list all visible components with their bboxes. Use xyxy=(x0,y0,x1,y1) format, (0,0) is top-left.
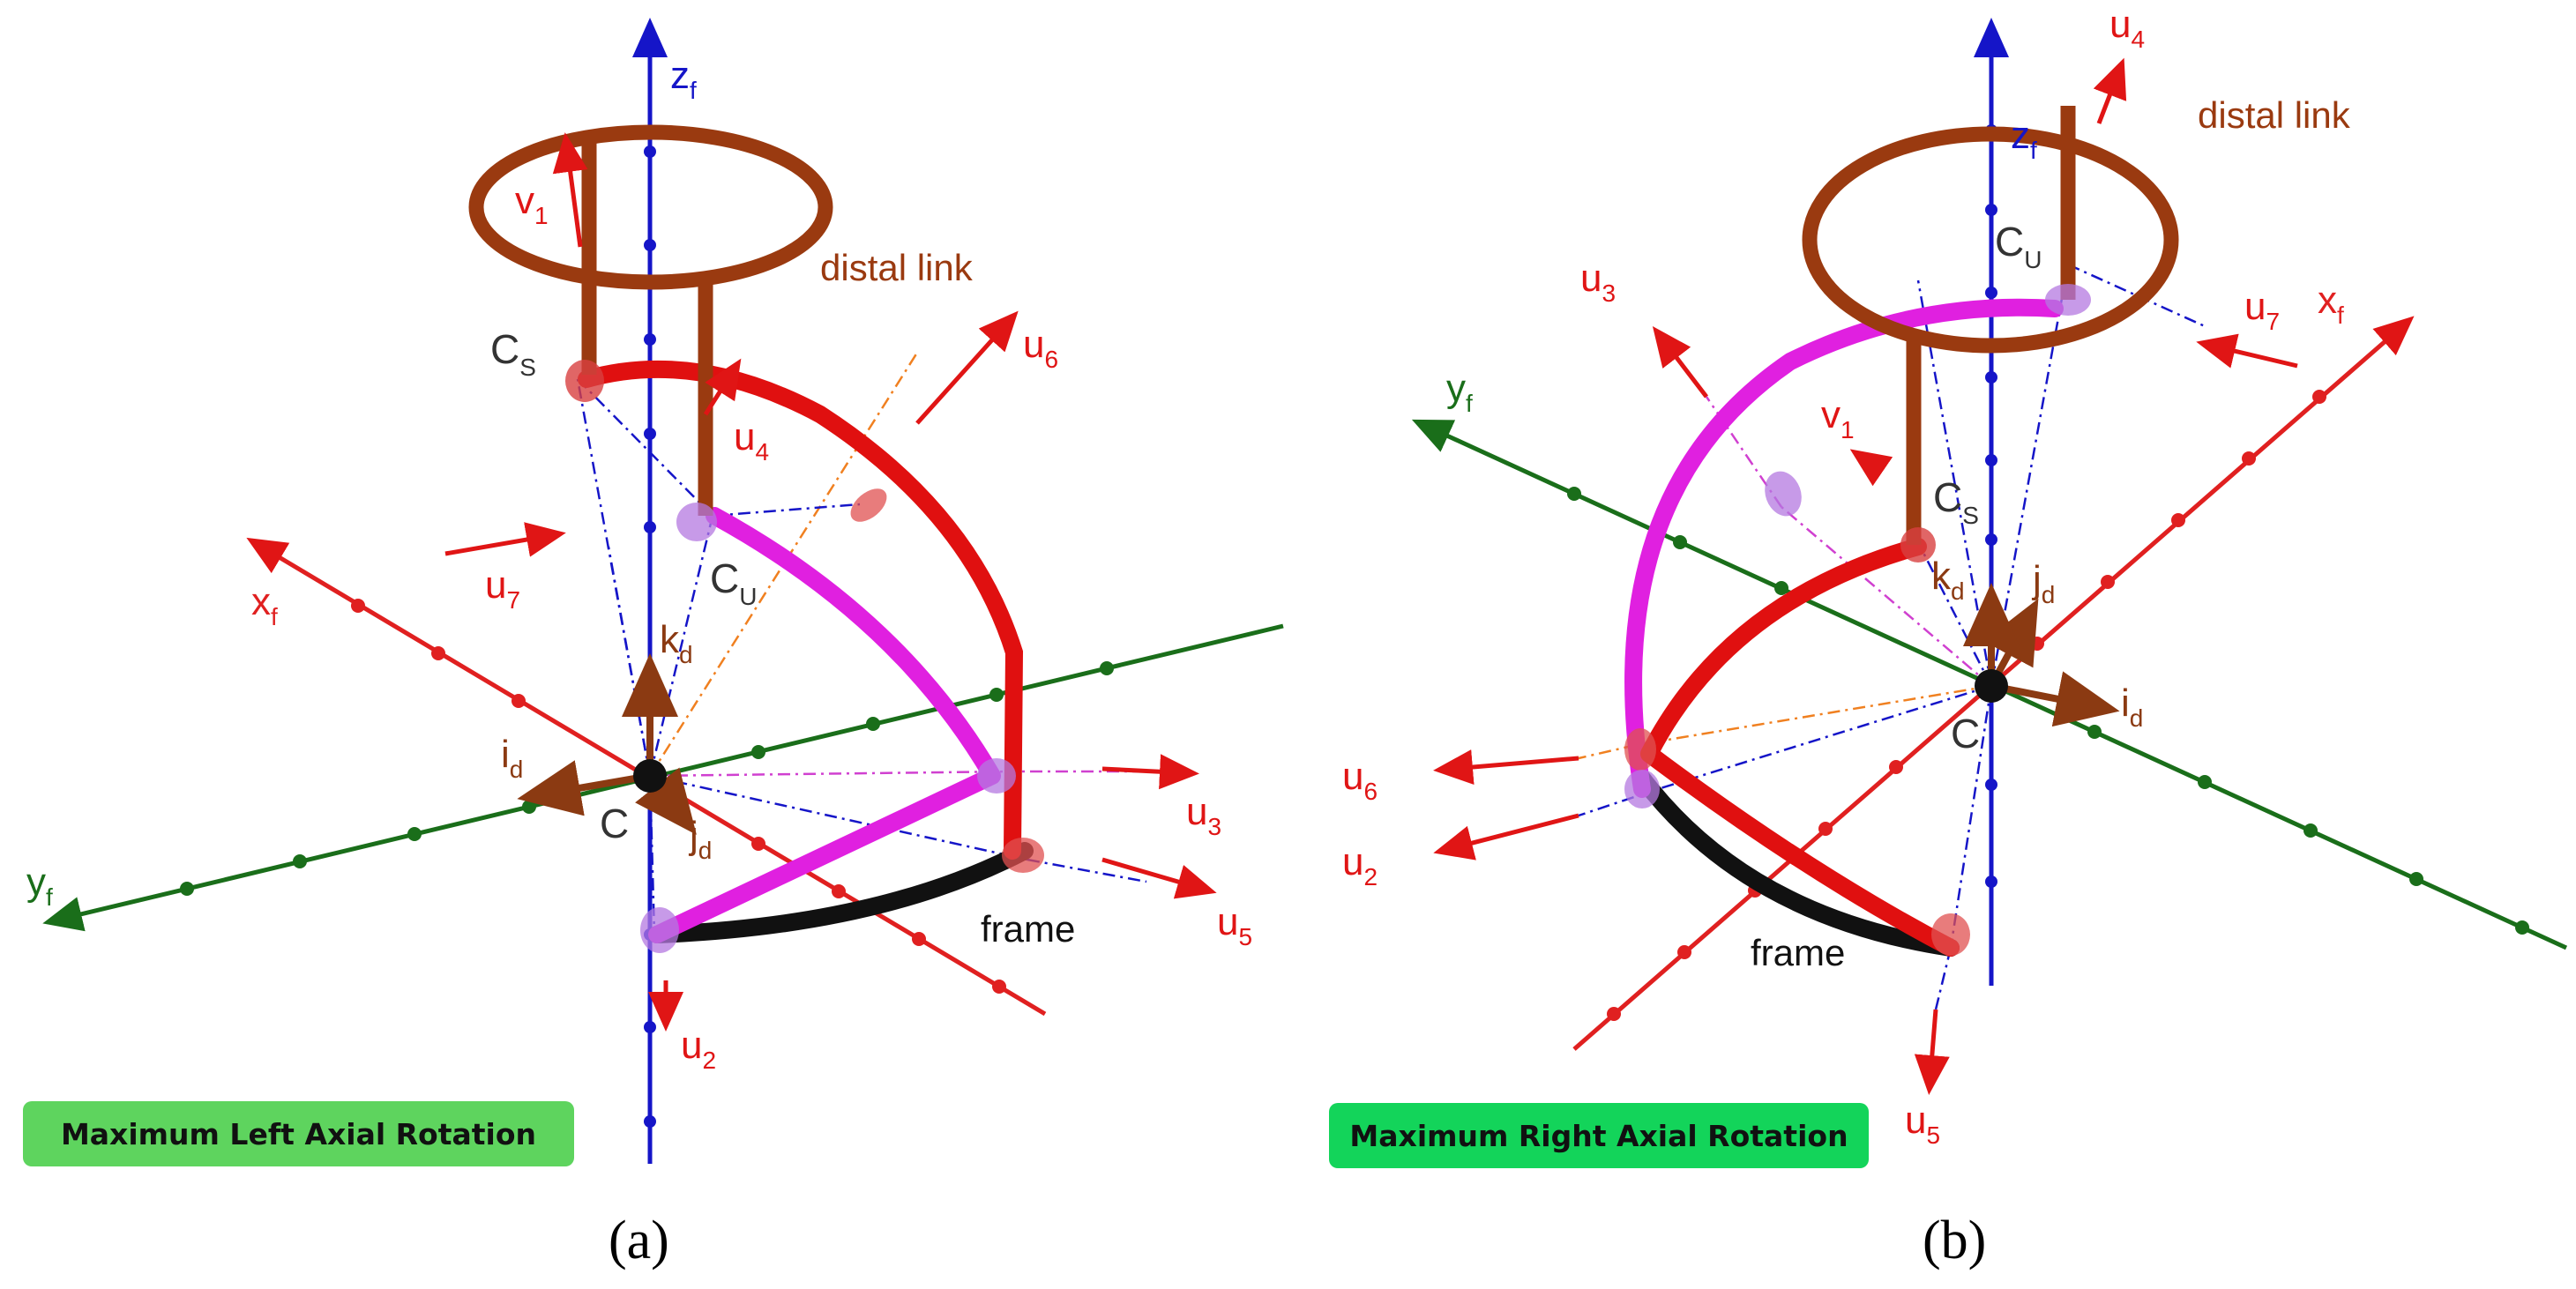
distal-link-b xyxy=(1802,106,2179,545)
c-label-a: C xyxy=(600,801,629,846)
cs-label-b: CS xyxy=(1933,474,1979,529)
y-axis-a xyxy=(42,623,1284,932)
z-axis-b xyxy=(1974,18,2009,986)
u2-label-a: u2 xyxy=(681,1024,716,1074)
panel-b: xf yf zf v1 u2 u3 u4 u5 u6 u7 id jd kd C… xyxy=(1342,3,2568,1149)
u3-label-a: u3 xyxy=(1186,790,1221,840)
u4-label-a: u4 xyxy=(734,415,769,466)
red-link-a xyxy=(578,360,1024,860)
k-label-b: kd xyxy=(1931,555,1965,605)
u5-label-b: u5 xyxy=(1905,1099,1940,1149)
k-label-a: kd xyxy=(660,618,693,668)
panel-a: xf yf zf v1 u2 u3 u4 u5 u6 u7 id jd kd C… xyxy=(26,18,1284,1164)
i-label-a: id xyxy=(501,733,523,783)
frame-label-a: frame xyxy=(981,908,1075,950)
cu-label-b: CU xyxy=(1995,219,2042,273)
joints-b xyxy=(1624,284,2091,956)
frame-link-b xyxy=(1631,767,1960,957)
j-label-b: jd xyxy=(2031,558,2055,608)
v1-label-a: v1 xyxy=(515,179,549,229)
vectors-a xyxy=(444,132,1217,1032)
v1-label-b: v1 xyxy=(1821,393,1855,443)
vectors-b xyxy=(1433,57,2298,1095)
u6-label-b: u6 xyxy=(1342,755,1378,805)
red-link-b xyxy=(1640,538,1960,957)
u2-label-b: u2 xyxy=(1342,840,1378,890)
distal-link-label-b: distal link xyxy=(2198,94,2351,136)
unit-vectors-b xyxy=(1963,583,2120,727)
cu-label-a: CU xyxy=(710,555,757,610)
z-axis-label-a: zf xyxy=(670,54,697,104)
labels-b: xf yf zf v1 u2 u3 u4 u5 u6 u7 id jd kd C… xyxy=(1342,3,2351,1149)
frame-label-b: frame xyxy=(1751,932,1845,973)
joints-a xyxy=(565,360,1044,953)
frame-link-a xyxy=(648,842,1034,943)
badge-max-left-axial-rotation: Maximum Left Axial Rotation xyxy=(23,1101,574,1166)
u5-label-a: u5 xyxy=(1217,900,1252,950)
u7-label-a: u7 xyxy=(485,563,520,614)
u7-label-b: u7 xyxy=(2244,285,2280,335)
unit-vectors-a xyxy=(517,653,697,835)
x-axis-label-b: xf xyxy=(2318,279,2344,329)
y-axis-label-a: yf xyxy=(26,861,53,911)
point-c-b xyxy=(1975,669,2008,703)
distal-link-label-a: distal link xyxy=(820,247,974,288)
j-label-a: jd xyxy=(688,814,712,864)
u4-label-b: u4 xyxy=(2109,3,2145,53)
y-axis-label-b: yf xyxy=(1446,367,1473,417)
point-c-a xyxy=(633,759,667,793)
magenta-link-a xyxy=(648,507,1001,943)
caption-a: (a) xyxy=(609,1211,669,1270)
z-axis-label-b: zf xyxy=(2011,114,2037,164)
u3-label-b: u3 xyxy=(1580,257,1616,307)
c-label-b: C xyxy=(1951,711,1980,756)
x-axis-label-a: xf xyxy=(251,580,278,630)
caption-b: (b) xyxy=(1923,1211,1987,1270)
labels-a: xf yf zf v1 u2 u3 u4 u5 u6 u7 id jd kd C… xyxy=(26,54,1252,1074)
cs-label-a: CS xyxy=(490,326,536,381)
badge-max-right-axial-rotation: Maximum Right Axial Rotation xyxy=(1329,1103,1869,1168)
magenta-link-b xyxy=(1624,298,2064,798)
u6-label-a: u6 xyxy=(1023,323,1058,373)
z-axis-a xyxy=(632,18,668,1164)
i-label-b: id xyxy=(2121,682,2143,732)
